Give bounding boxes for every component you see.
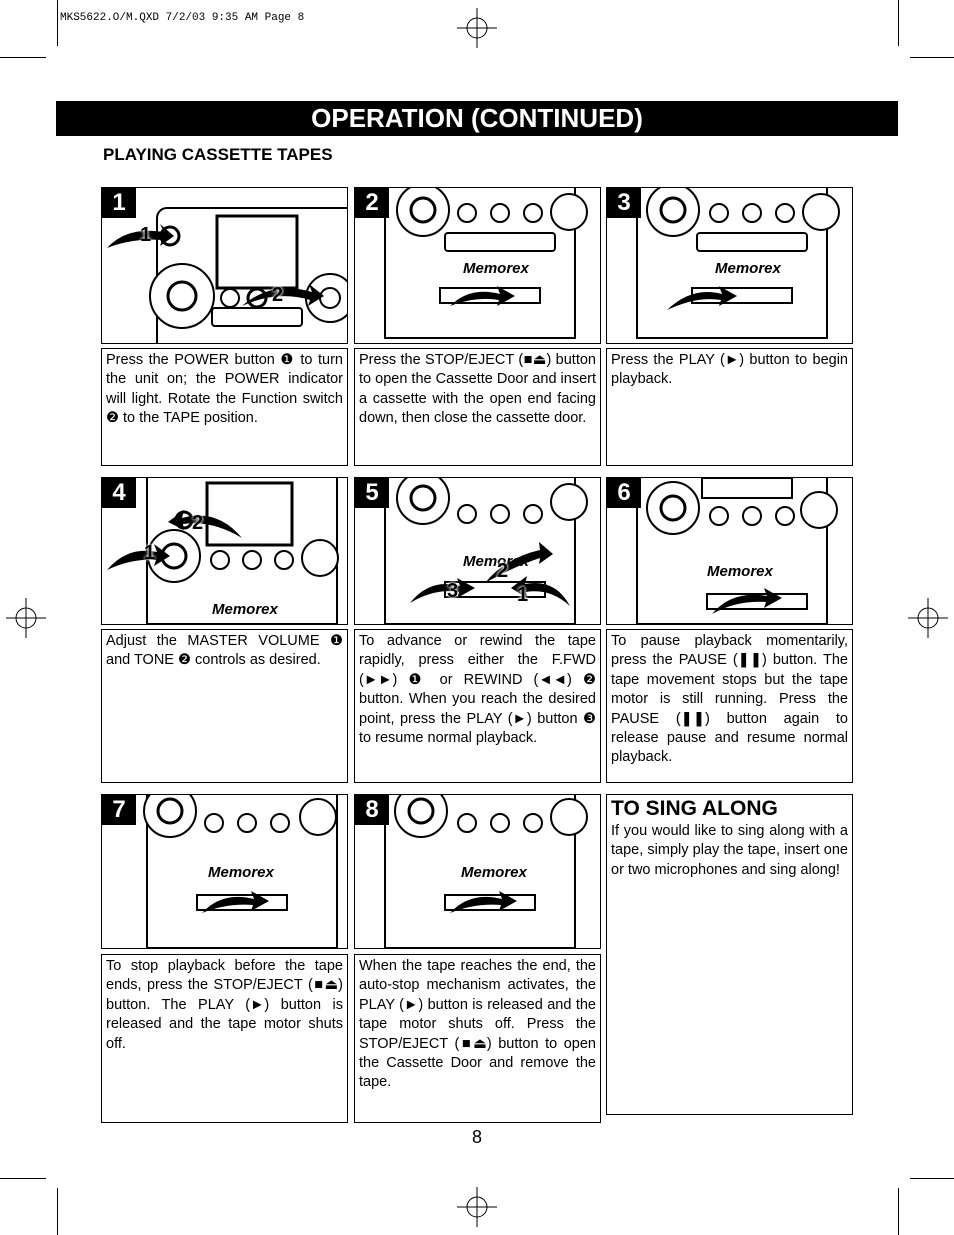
step-6-text: To pause playback momentarily, press the… [606,629,853,783]
crop-mark [57,1188,58,1235]
brand-logo: Memorex [212,601,279,618]
crop-mark [0,57,46,58]
callout-number: 2 [272,284,284,306]
brand-logo: Memorex [463,260,530,277]
brand-logo: Memorex [715,260,782,277]
brand-logo: Memorex [208,864,275,881]
step-number-badge: 3 [607,188,641,218]
page-number: 8 [472,1127,483,1147]
step-8-illustration: Memorex 8 [354,794,601,949]
callout-number: 1 [140,224,152,246]
callout-number: 1 [517,584,529,606]
step-number-badge: 2 [355,188,389,218]
step-number-badge: 7 [102,795,136,825]
section-subheading: PLAYING CASSETTE TAPES [103,145,333,164]
callout-number: 1 [144,542,156,564]
step-7-text: To stop playback before the tape ends, p… [101,954,348,1123]
crop-mark [910,57,954,58]
crop-mark [0,1178,46,1179]
step-2-text: Press the STOP/EJECT (■⏏) button to open… [354,348,601,466]
step-2-illustration: Memorex 2 [354,187,601,344]
registration-mark-icon [6,598,46,638]
callout-number: 2 [192,512,204,534]
crop-mark [57,0,58,46]
step-number-badge: 4 [102,478,136,508]
step-4-illustration: Memorex 4 2 1 [101,477,348,625]
crop-mark [910,1178,954,1179]
crop-mark [898,0,899,46]
step-number-badge: 1 [102,188,136,218]
section-banner: OPERATION (CONTINUED) [56,101,898,136]
step-number-badge: 6 [607,478,641,508]
file-slug: MKS5622.O/M.QXD 7/2/03 9:35 AM Page 8 [60,12,305,24]
callout-number: 2 [497,560,509,582]
step-4-text: Adjust the MASTER VOLUME ❶ and TONE ❷ co… [101,629,348,783]
sing-along-heading: TO SING ALONG [611,797,778,820]
step-number-badge: 8 [355,795,389,825]
step-3-text: Press the PLAY (►) button to begin playb… [606,348,853,466]
step-1-text: Press the POWER button ❶ to turn the uni… [101,348,348,466]
crop-mark [898,1188,899,1235]
step-6-illustration: Memorex 6 [606,477,853,625]
registration-mark-icon [908,598,948,638]
step-8-text: When the tape reaches the end, the auto-… [354,954,601,1123]
sing-along-text: If you would like to sing along with a t… [611,823,848,878]
registration-mark-icon [457,8,497,48]
step-1-illustration: 1 1 2 [101,187,348,344]
step-7-illustration: Memorex 7 [101,794,348,949]
step-5-text: To advance or rewind the tape rapidly, p… [354,629,601,783]
brand-logo: Memorex [461,864,528,881]
step-number-badge: 5 [355,478,389,508]
step-3-illustration: Memorex 3 [606,187,853,344]
sing-along-box: TO SING ALONG If you would like to sing … [606,794,853,1115]
callout-number: 3 [447,580,459,602]
brand-logo: Memorex [707,563,774,580]
step-5-illustration: Memorex 5 2 3 1 [354,477,601,625]
registration-mark-icon [457,1187,497,1227]
